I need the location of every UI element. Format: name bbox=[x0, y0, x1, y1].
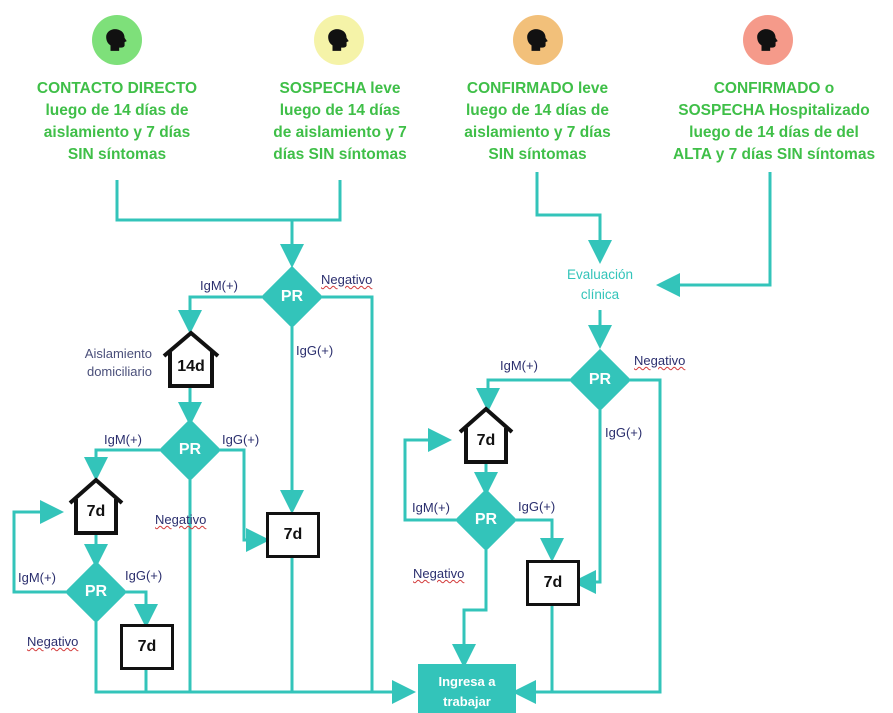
category-sospecha-leve: SOSPECHA leve luego de 14 días de aislam… bbox=[273, 80, 407, 163]
house-icon bbox=[162, 330, 220, 388]
pr-label: PR bbox=[178, 441, 202, 458]
pr-label: PR bbox=[588, 371, 612, 388]
pr-test-diamond: PR bbox=[66, 562, 126, 622]
house-14d: 14d bbox=[160, 330, 222, 388]
pr-test-diamond: PR bbox=[456, 490, 516, 550]
pr-label: PR bbox=[84, 583, 108, 600]
pr-test-diamond: PR bbox=[160, 420, 220, 480]
house-duration: 14d bbox=[177, 358, 205, 375]
box-7d: 7d bbox=[266, 512, 320, 558]
pr-test-diamond: PR bbox=[262, 267, 322, 327]
label-negativo: Negativo bbox=[413, 566, 465, 581]
pr-label: PR bbox=[474, 511, 498, 528]
label-negativo: Negativo bbox=[27, 634, 79, 649]
label-igg: IgG(+) bbox=[296, 343, 334, 358]
person-head-icon bbox=[527, 29, 548, 51]
box-7d: 7d bbox=[120, 624, 174, 670]
label-negativo: Negativo bbox=[155, 512, 207, 527]
person-head-icon bbox=[757, 29, 778, 51]
label-igg: IgG(+) bbox=[222, 432, 260, 447]
label-negativo: Negativo bbox=[321, 272, 373, 287]
house-duration: 7d bbox=[86, 503, 106, 520]
label-igm: IgM(+) bbox=[500, 358, 538, 373]
label-igg: IgG(+) bbox=[125, 568, 163, 583]
label-igg: IgG(+) bbox=[605, 425, 643, 440]
contacto-directo-icon bbox=[92, 15, 142, 65]
label-igm: IgM(+) bbox=[18, 570, 56, 585]
house-7d: 7d bbox=[66, 477, 126, 535]
label-igm: IgM(+) bbox=[200, 278, 238, 293]
category-confirmado-hospitalizado: CONFIRMADO o SOSPECHA Hospitalizado lueg… bbox=[672, 80, 876, 163]
label-igm: IgM(+) bbox=[412, 500, 450, 515]
house-icon bbox=[68, 477, 124, 535]
house-duration: 7d bbox=[476, 432, 496, 449]
confirmado-leve-icon bbox=[513, 15, 563, 65]
category-contacto-directo: CONTACTO DIRECTO luego de 14 días de ais… bbox=[36, 80, 198, 163]
sospecha-leve-icon bbox=[314, 15, 364, 65]
house-7d: 7d bbox=[456, 406, 516, 464]
person-head-icon bbox=[328, 29, 349, 51]
label-aislamiento-domiciliario: Aislamiento domiciliario bbox=[84, 346, 152, 379]
house-icon bbox=[458, 406, 514, 464]
pr-label: PR bbox=[280, 288, 304, 305]
person-head-icon bbox=[106, 29, 127, 51]
confirmado-hospitalizado-icon bbox=[743, 15, 793, 65]
label-igm: IgM(+) bbox=[104, 432, 142, 447]
box-7d: 7d bbox=[526, 560, 580, 606]
label-igg: IgG(+) bbox=[518, 499, 556, 514]
ingresa-a-trabajar-box: Ingresa a trabajar bbox=[418, 664, 516, 713]
label-negativo: Negativo bbox=[634, 353, 686, 368]
evaluacion-clinica: Evaluación clínica bbox=[566, 267, 634, 302]
category-confirmado-leve: CONFIRMADO leve luego de 14 días de aisl… bbox=[464, 80, 611, 163]
pr-test-diamond: PR bbox=[570, 350, 630, 410]
